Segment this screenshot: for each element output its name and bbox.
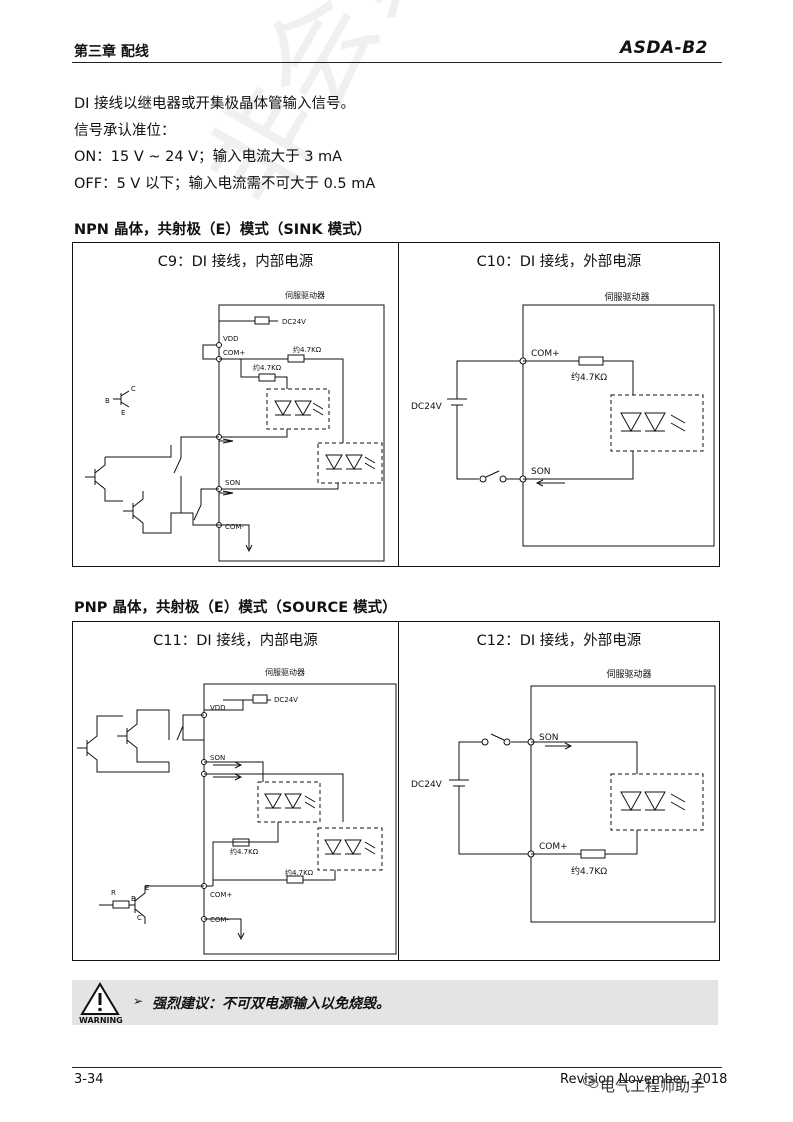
c9-com-plus-label: COM+ xyxy=(223,349,245,357)
c10-dc-label: DC24V xyxy=(411,402,443,412)
c11-b-label: B xyxy=(131,895,136,903)
wechat-icon xyxy=(583,1076,599,1089)
c10-title: C10：DI 接线，外部电源 xyxy=(476,254,642,270)
c11-dc-label: DC24V xyxy=(274,696,298,704)
c11-e-label: E xyxy=(145,884,149,892)
c11-res-2-label: 约4.7KΩ xyxy=(285,868,314,877)
c12-schematic: 伺服驱动器 SON COM+ DC24V 约4.7KΩ xyxy=(411,668,716,923)
c12-title: C12：DI 接线，外部电源 xyxy=(476,633,642,649)
diagram-c11: C11：DI 接线，内部电源 伺服驱动器 DC24V VDD SON 约4.7K… xyxy=(72,621,399,961)
chapter-title: 第三章 配线 xyxy=(74,44,149,60)
header-rule xyxy=(72,62,722,63)
c9-res-top-label: 约4.7KΩ xyxy=(293,345,322,354)
c10-schematic: 伺服驱动器 COM+ SON DC24V 约4.7KΩ xyxy=(411,291,715,547)
c11-title: C11：DI 接线，内部电源 xyxy=(153,633,318,649)
warning-text: 强烈建议：不可双电源输入以免烧毁。 xyxy=(152,996,390,1012)
npn-section-title: NPN 晶体，共射极（E）模式（SINK 模式） xyxy=(74,222,372,238)
c12-drive-label: 伺服驱动器 xyxy=(606,668,651,680)
c11-drive-label: 伺服驱动器 xyxy=(265,667,305,677)
c12-dc-label: DC24V xyxy=(411,780,443,790)
revision-text: Revision November, 2018 xyxy=(560,1072,728,1087)
c9-dc-label: DC24V xyxy=(282,318,306,326)
c9-c-label: C xyxy=(131,385,136,393)
c9-son-label: SON xyxy=(225,479,240,487)
intro-line-1: DI 接线以继电器或开集极晶体管输入信号。 xyxy=(74,96,356,112)
c9-vdd-label: VDD xyxy=(223,335,239,343)
footer-rule xyxy=(72,1067,722,1068)
c10-son-label: SON xyxy=(531,467,551,477)
warning-label: WARNING xyxy=(79,1016,123,1025)
c10-drive-label: 伺服驱动器 xyxy=(604,291,649,303)
pnp-section-title: PNP 晶体，共射极（E）模式（SOURCE 模式） xyxy=(74,600,397,616)
diagram-c9: C9：DI 接线，内部电源 伺服驱动器 DC24V VDD COM+ 约4.7K… xyxy=(72,242,399,567)
c9-schematic: 伺服驱动器 DC24V VDD COM+ 约4.7KΩ 约4.7KΩ SON C… xyxy=(85,290,385,562)
brand-logo: ASDA-B2 xyxy=(620,38,709,58)
c12-com-plus-label: COM+ xyxy=(539,842,568,852)
c12-res-label: 约4.7KΩ xyxy=(571,865,607,877)
c11-vdd-label: VDD xyxy=(210,704,226,712)
c9-title: C9：DI 接线，内部电源 xyxy=(157,254,314,270)
c11-r-label: R xyxy=(111,889,116,897)
c9-drive-label: 伺服驱动器 xyxy=(285,290,325,300)
c10-res-label: 约4.7KΩ xyxy=(571,371,607,383)
c11-com-plus-label: COM+ xyxy=(210,891,232,899)
c9-e-label: E xyxy=(121,409,125,417)
c9-b-label: B xyxy=(105,397,110,405)
warning-arrow-icon: ➢ xyxy=(133,994,144,1008)
c11-son-label: SON xyxy=(210,754,225,762)
c11-c-label: C xyxy=(137,914,142,922)
page-number: 3-34 xyxy=(74,1072,104,1087)
diagram-c10: C10：DI 接线，外部电源 伺服驱动器 COM+ SON DC24V 约4.7… xyxy=(398,242,720,567)
c11-res-1-label: 约4.7KΩ xyxy=(230,847,259,856)
c9-com-minus-label: COM- xyxy=(225,523,244,531)
c11-schematic: 伺服驱动器 DC24V VDD SON 约4.7KΩ 约4.7KΩ COM+ C… xyxy=(77,667,397,955)
wechat-account: 电气工程师助手 xyxy=(600,1077,706,1095)
intro-line-3: ON：15 V ~ 24 V；输入电流大于 3 mA xyxy=(74,149,343,165)
intro-line-4: OFF：5 V 以下；输入电流需不可大于 0.5 mA xyxy=(74,176,376,192)
warning-bar xyxy=(72,980,718,1025)
intro-line-2: 信号承认准位： xyxy=(74,123,176,139)
c11-com-minus-label: COM- xyxy=(210,916,229,924)
c9-res-left-label: 约4.7KΩ xyxy=(253,363,282,372)
warning-icon xyxy=(80,982,120,1015)
diagram-c12: C12：DI 接线，外部电源 伺服驱动器 SON COM+ DC24V 约4.7… xyxy=(398,621,720,961)
c10-com-plus-label: COM+ xyxy=(531,349,560,359)
watermark: 非会员水印 xyxy=(160,0,574,230)
c12-son-label: SON xyxy=(539,733,559,743)
